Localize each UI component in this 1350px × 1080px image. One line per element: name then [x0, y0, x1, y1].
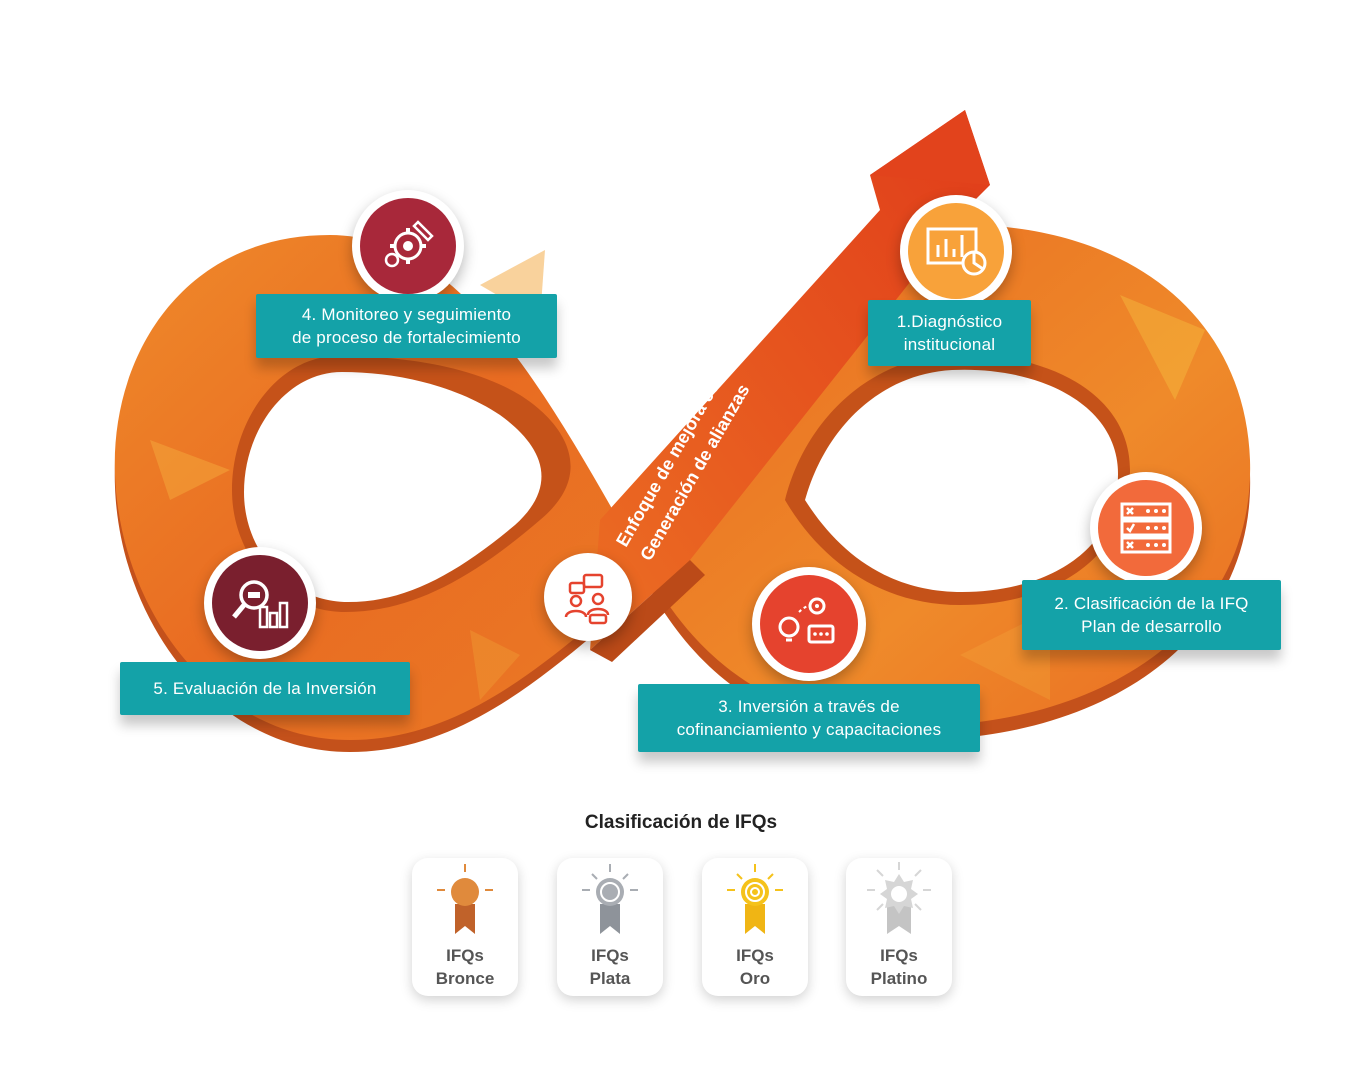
bronze-medal-icon	[425, 862, 505, 942]
checklist-icon	[1098, 480, 1194, 576]
badge-bronce-line-2: Bronce	[412, 967, 518, 990]
step-4-label-line-1: 4. Monitoreo y seguimiento	[302, 303, 511, 326]
step-2-label: 2. Clasificación de la IFQ Plan de desar…	[1022, 580, 1281, 650]
idea-gear-chat-icon	[760, 575, 858, 673]
step-1-label-line-2: institucional	[904, 333, 995, 356]
step-2-label-line-2: Plan de desarrollo	[1081, 615, 1222, 638]
badge-plata-text: IFQs Plata	[557, 944, 663, 990]
step-4-icon-circle	[352, 190, 464, 302]
step-4-label-line-2: de proceso de fortalecimiento	[292, 326, 521, 349]
badge-plata-line-2: Plata	[557, 967, 663, 990]
badge-platino: IFQs Platino	[846, 858, 952, 996]
step-5-icon-circle	[204, 547, 316, 659]
step-4-label: 4. Monitoreo y seguimiento de proceso de…	[256, 294, 557, 358]
step-1-label: 1.Diagnóstico institucional	[868, 300, 1031, 366]
badge-oro-text: IFQs Oro	[702, 944, 808, 990]
step-3-label-line-1: 3. Inversión a través de	[718, 695, 900, 718]
gold-medal-icon	[715, 862, 795, 942]
badge-bronce-line-1: IFQs	[412, 944, 518, 967]
badge-oro-line-2: Oro	[702, 967, 808, 990]
partnership-icon-circle	[544, 553, 632, 641]
silver-medal-icon	[570, 862, 650, 942]
step-2-label-line-1: 2. Clasificación de la IFQ	[1054, 592, 1248, 615]
step-3-label-line-2: cofinanciamiento y capacitaciones	[677, 718, 942, 741]
platinum-medal-icon	[859, 862, 939, 942]
chart-analysis-icon	[908, 203, 1004, 299]
step-5-label: 5. Evaluación de la Inversión	[120, 662, 410, 715]
people-chat-icon	[548, 557, 628, 637]
badge-plata-line-1: IFQs	[557, 944, 663, 967]
badge-oro-line-1: IFQs	[702, 944, 808, 967]
badge-bronce: IFQs Bronce	[412, 858, 518, 996]
step-2-icon-circle	[1090, 472, 1202, 584]
badge-platino-line-1: IFQs	[846, 944, 952, 967]
gear-pencil-icon	[360, 198, 456, 294]
step-3-label: 3. Inversión a través de cofinanciamient…	[638, 684, 980, 752]
classification-title: Clasificación de IFQs	[0, 812, 1350, 834]
magnifier-chart-icon	[212, 555, 308, 651]
badge-platino-line-2: Platino	[846, 967, 952, 990]
step-1-label-line-1: 1.Diagnóstico	[897, 310, 1003, 333]
step-3-icon-circle	[752, 567, 866, 681]
badge-platino-text: IFQs Platino	[846, 944, 952, 990]
badge-plata: IFQs Plata	[557, 858, 663, 996]
step-1-icon-circle	[900, 195, 1012, 307]
badge-bronce-text: IFQs Bronce	[412, 944, 518, 990]
step-5-label-line-1: 5. Evaluación de la Inversión	[153, 677, 376, 700]
badge-oro: IFQs Oro	[702, 858, 808, 996]
